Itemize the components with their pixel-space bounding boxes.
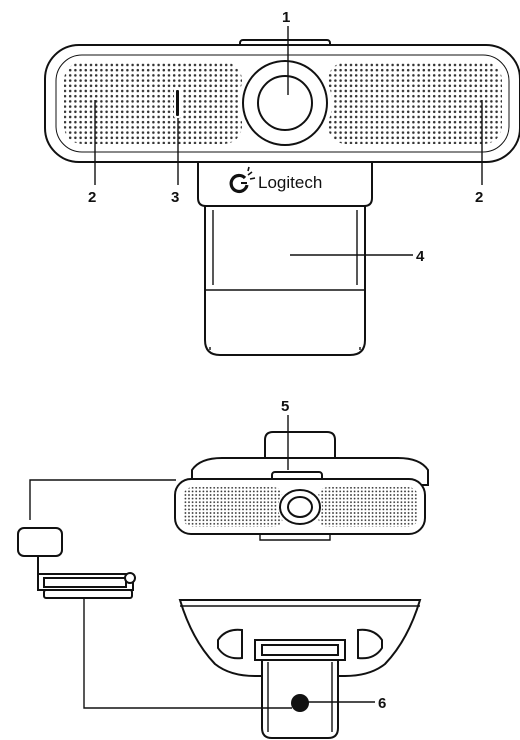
callout-2-left: 2 xyxy=(88,189,96,206)
camera-neck xyxy=(197,159,373,207)
speaker-grille-small-right xyxy=(318,487,418,527)
side-camera xyxy=(17,527,63,557)
camera-bottom-lip xyxy=(259,534,331,541)
connector-line-top xyxy=(29,479,176,520)
callout-3: 3 xyxy=(171,189,179,206)
stand-slot-right xyxy=(357,628,383,660)
connector-line-bottom xyxy=(83,598,292,709)
logitech-g-logo-icon xyxy=(229,166,256,194)
callout-1: 1 xyxy=(282,9,290,26)
tripod-thread xyxy=(291,694,309,712)
callout-6: 6 xyxy=(378,695,386,712)
stand-bottom-shadow xyxy=(209,347,361,350)
callout-5: 5 xyxy=(281,398,289,415)
speaker-grille-left xyxy=(64,62,242,144)
callout-2-right: 2 xyxy=(475,189,483,206)
lens xyxy=(257,75,313,131)
stand-slot-left xyxy=(217,628,243,660)
front-view: Logitech 1 2 2 3 4 xyxy=(44,9,520,356)
side-bottom-foot xyxy=(43,589,133,599)
side-clip-arm xyxy=(43,577,127,588)
stand-hinge-inner xyxy=(261,644,339,656)
speaker-grille-right xyxy=(328,62,502,144)
brand-name: Logitech xyxy=(258,173,322,192)
speaker-grille-small-left xyxy=(183,487,283,527)
mount-view: 5 6 xyxy=(17,398,429,739)
lens-small xyxy=(287,496,313,518)
activity-light-inner xyxy=(176,90,179,116)
side-hinge-knob xyxy=(124,572,136,584)
callout-4: 4 xyxy=(416,248,425,265)
stand-base xyxy=(204,204,366,356)
